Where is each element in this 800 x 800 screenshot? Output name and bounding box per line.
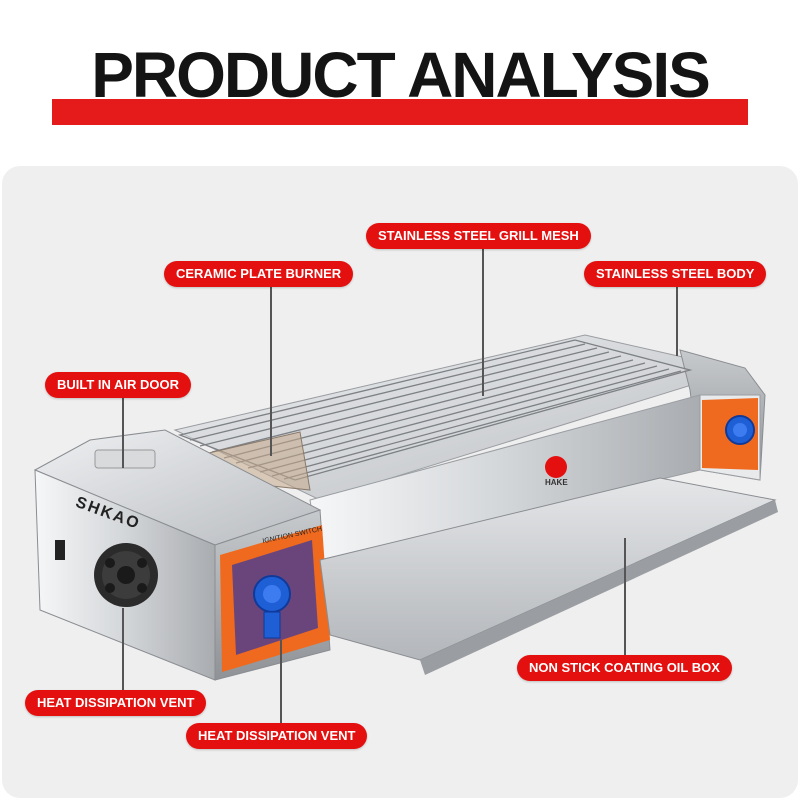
title-underline	[52, 99, 748, 125]
label-grill-mesh: STAINLESS STEEL GRILL MESH	[366, 223, 591, 249]
logo-text: HAKE	[545, 478, 568, 487]
leader-line-vent-left	[122, 608, 124, 692]
leader-line-air-door	[122, 398, 124, 468]
brand-logo	[545, 456, 567, 478]
label-vent-bottom: HEAT DISSIPATION VENT	[186, 723, 368, 749]
leader-line-steel-body	[676, 286, 678, 356]
title-section: PRODUCT ANALYSIS	[0, 0, 800, 140]
label-oil-box: NON STICK COATING OIL BOX	[517, 655, 732, 681]
air-door	[94, 449, 156, 469]
label-vent-left: HEAT DISSIPATION VENT	[25, 690, 207, 716]
leader-line-oil-box	[624, 538, 626, 658]
right-control	[702, 398, 758, 470]
label-steel-body: STAINLESS STEEL BODY	[584, 261, 767, 287]
label-air-door: BUILT IN AIR DOOR	[45, 372, 192, 398]
leader-line-vent-bottom	[280, 640, 282, 728]
oil-box	[319, 477, 778, 675]
leader-line-ceramic-burner	[270, 286, 272, 456]
page-title: PRODUCT ANALYSIS	[91, 39, 711, 111]
label-ceramic-burner: CERAMIC PLATE BURNER	[164, 261, 354, 287]
heat-vent	[55, 540, 158, 607]
leader-line-grill-mesh	[482, 246, 484, 396]
